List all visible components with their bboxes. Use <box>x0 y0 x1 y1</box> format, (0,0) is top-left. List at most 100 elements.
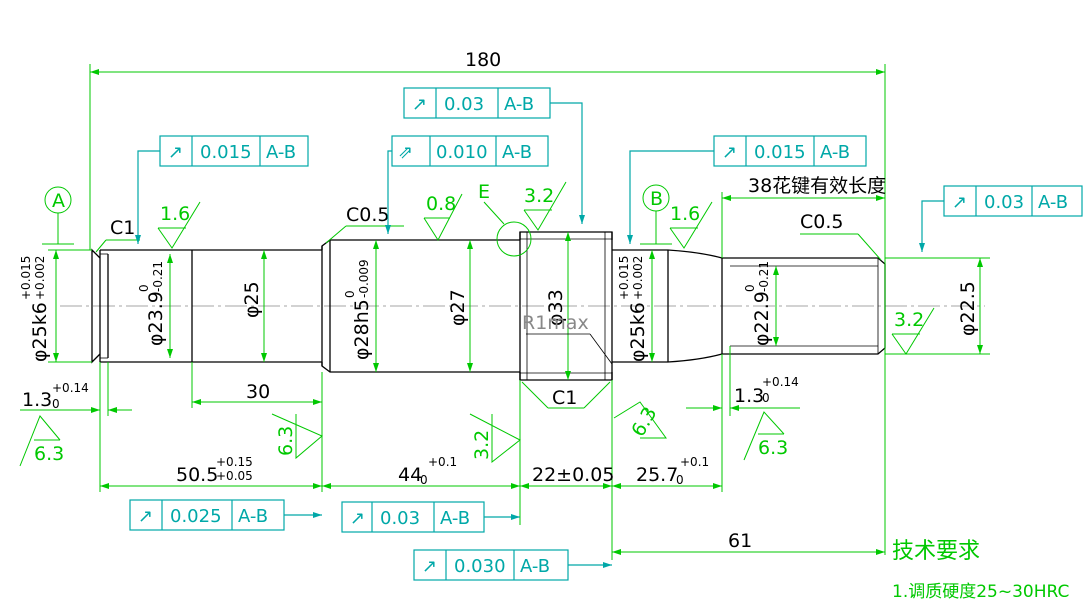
tol6-datum: A-B <box>238 506 268 527</box>
dim-505-lo: +0.05 <box>216 469 253 483</box>
dim-overall-text: 180 <box>465 49 501 71</box>
dim-groove-left: 1.3 <box>22 389 52 411</box>
tol7-symbol: ↗ <box>350 508 365 529</box>
notes-title: 技术要求 <box>892 539 980 564</box>
dim-mid-journal-lo: -0.009 <box>357 259 371 298</box>
roughness-63-left: 6.3 <box>34 443 64 465</box>
tolerance-frame-1: ↗ 0.03 A-B <box>403 87 585 224</box>
chamfer-labels: C1 C0.5 C0.5 C1 R1max <box>95 204 882 409</box>
tol5-symbol: ↗ <box>952 192 967 213</box>
notes-line-1: 1.调质硬度25~30HRC <box>892 582 1069 599</box>
tol1-datum: A-B <box>504 94 534 115</box>
tol2-datum: A-B <box>266 142 296 163</box>
roughness-16-left: 1.6 <box>160 203 190 225</box>
tol5-value: 0.03 <box>984 192 1024 213</box>
dim-left-groove-up: 0 <box>137 284 151 292</box>
dim-left-bearing: φ25k6 <box>29 302 51 362</box>
tol6-value: 0.025 <box>170 506 222 527</box>
roughness-32-top: 3.2 <box>524 185 554 207</box>
dim-505-up: +0.15 <box>216 455 253 469</box>
tol3-datum: A-B <box>502 142 532 163</box>
roughness-63-mid: 6.3 <box>275 426 297 456</box>
diameter-labels: φ25k6 +0.015 +0.002 φ23.9 0 -0.21 φ25 φ2… <box>19 256 979 362</box>
dim-257-lo: 0 <box>676 473 684 487</box>
dim-right-groove: φ22.9 <box>751 291 773 346</box>
roughness-32-bottom: 3.2 <box>471 430 493 460</box>
dim-right-bearing-up: +0.015 <box>617 256 631 300</box>
chamfer-mid: C0.5 <box>346 204 389 226</box>
dim-right-groove-up: 0 <box>743 284 757 292</box>
datum-a: A <box>42 186 74 245</box>
tolerance-frame-7: ↗ 0.03 A-B <box>341 501 520 533</box>
roughness-63-right: 6.3 <box>758 437 788 459</box>
tol3-value: 0.010 <box>436 142 488 163</box>
tol8-value: 0.030 <box>454 556 506 577</box>
dim-44-lo: 0 <box>420 473 428 487</box>
chamfer-left: C1 <box>110 217 135 239</box>
dim-spline-length: 38花键有效长度 <box>748 175 886 197</box>
tol1-value: 0.03 <box>444 94 484 115</box>
chamfer-right: C0.5 <box>800 211 843 233</box>
tol6-symbol: ↗ <box>138 506 153 527</box>
roughness-symbols: 1.6 0.8 3.2 1.6 3.2 6.3 6.3 3.2 6.3 6.3 <box>19 181 935 467</box>
tol2-value: 0.015 <box>200 142 252 163</box>
dim-groove-left-lo: 0 <box>52 397 60 411</box>
dim-44-up: +0.1 <box>428 455 457 469</box>
dim-d25: φ25 <box>241 281 263 318</box>
dim-mid-journal-up: 0 <box>343 290 357 298</box>
roughness-32-right: 3.2 <box>894 309 924 331</box>
roughness-16-right: 1.6 <box>670 203 700 225</box>
tol2-symbol: ↗ <box>168 142 183 163</box>
tol3-symbol: ⇗ <box>398 142 413 163</box>
roughness-63-collar: 6.3 <box>627 403 661 440</box>
roughness-08: 0.8 <box>426 193 456 215</box>
tol5-datum: A-B <box>1038 192 1068 213</box>
tolerance-frame-8: ↗ 0.030 A-B <box>413 549 612 581</box>
dim-left-groove: φ23.9 <box>145 291 167 346</box>
dim-30: 30 <box>246 381 270 403</box>
dim-groove-left-up: +0.14 <box>52 381 89 395</box>
dim-d225: φ22.5 <box>957 281 979 336</box>
dim-61: 61 <box>728 530 752 552</box>
dim-groove-right-up: +0.14 <box>762 375 799 389</box>
dim-groove-right-lo: 0 <box>762 391 770 405</box>
dim-22: 22±0.05 <box>532 464 614 486</box>
datum-b-label: B <box>650 188 663 210</box>
dim-groove-right: 1.3 <box>734 385 764 407</box>
detail-e: E <box>478 181 532 257</box>
datum-b: B <box>640 184 672 245</box>
dim-mid-journal: φ28h5 <box>351 299 373 360</box>
dim-44: 44 <box>398 464 422 486</box>
tol4-datum: A-B <box>820 142 850 163</box>
tol7-value: 0.03 <box>380 508 420 529</box>
fillet-label: R1max <box>522 312 589 334</box>
tol8-datum: A-B <box>520 556 550 577</box>
dim-505: 50.5 <box>176 464 218 486</box>
dim-left-groove-lo: -0.21 <box>151 261 165 292</box>
chamfer-bottom: C1 <box>552 387 577 409</box>
detail-e-label: E <box>478 181 490 203</box>
tolerance-frame-6: ↗ 0.025 A-B <box>129 499 322 531</box>
tol7-datum: A-B <box>440 508 470 529</box>
diameter-dimensions <box>48 232 990 380</box>
tolerance-frame-2: ↗ 0.015 A-B <box>135 135 309 244</box>
tol4-value: 0.015 <box>754 142 806 163</box>
dim-right-groove-lo: -0.21 <box>757 261 771 292</box>
tol4-symbol: ↗ <box>722 142 737 163</box>
dimension-overall: 180 <box>89 49 886 555</box>
tolerance-frame-3: ⇗ 0.010 A-B <box>385 135 549 234</box>
tolerance-frame-4: ↗ 0.015 A-B <box>627 135 867 244</box>
dim-d33: φ33 <box>545 289 567 326</box>
dim-left-bearing-up: +0.015 <box>19 256 33 300</box>
dim-right-bearing: φ25k6 <box>627 302 649 362</box>
tol8-symbol: ↗ <box>422 556 437 577</box>
dim-left-bearing-lo: +0.002 <box>33 256 47 300</box>
tolerance-frame-5: ↗ 0.03 A-B <box>919 185 1083 252</box>
datum-a-label: A <box>52 190 65 212</box>
dim-d27: φ27 <box>447 289 469 326</box>
tol1-symbol: ↗ <box>412 94 427 115</box>
dim-257: 25.7 <box>636 464 678 486</box>
dim-right-bearing-lo: +0.002 <box>631 256 645 300</box>
technical-requirements: 技术要求 1.调质硬度25~30HRC <box>892 539 1069 599</box>
